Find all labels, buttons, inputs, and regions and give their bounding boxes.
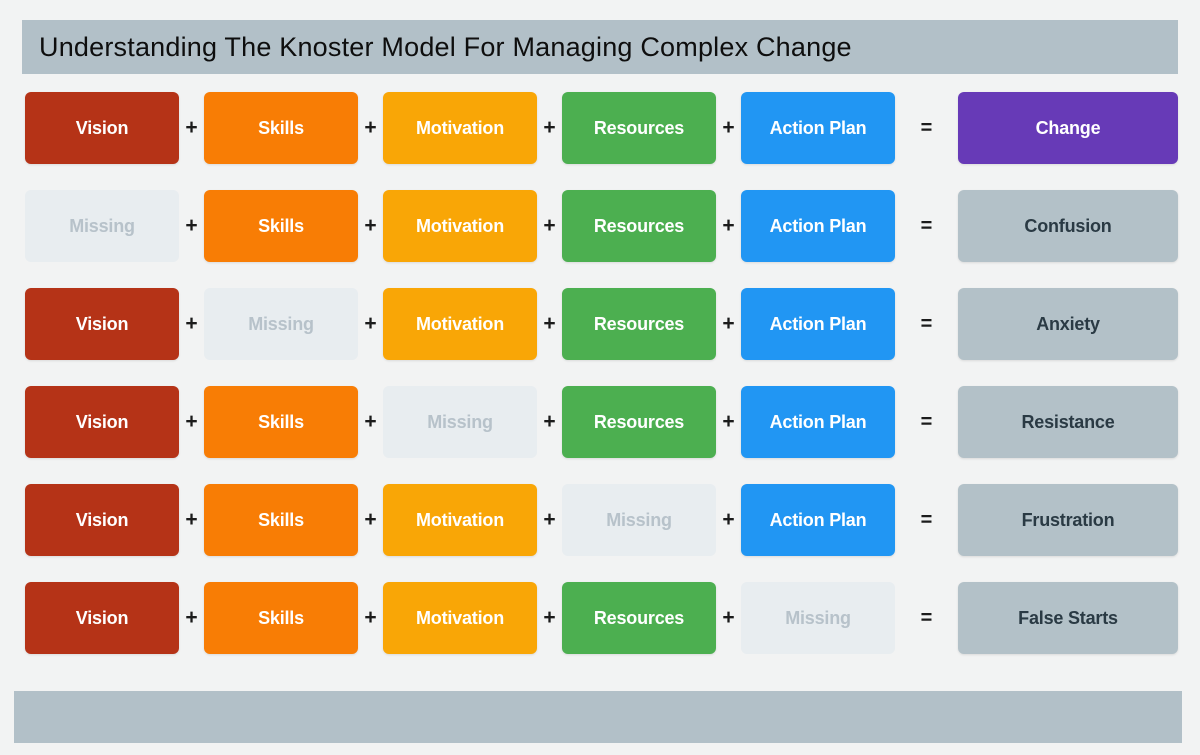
- factor-action-plan: Action Plan: [741, 190, 895, 262]
- factor-motivation: Motivation: [383, 92, 537, 164]
- plus-operator: +: [722, 312, 735, 335]
- plus-operator: +: [543, 214, 556, 237]
- factor-action-plan: Action Plan: [741, 288, 895, 360]
- factor-vision: Vision: [25, 484, 179, 556]
- factor-resources: Resources: [562, 92, 716, 164]
- equation-row: Vision + Skills + Missing + Resources + Action P…: [25, 386, 1178, 458]
- plus-operator: +: [722, 606, 735, 629]
- result-confusion: Confusion: [958, 190, 1178, 262]
- plus-operator: +: [543, 410, 556, 433]
- result-frustration: Frustration: [958, 484, 1178, 556]
- factor-skills: Skills: [204, 484, 358, 556]
- factor-motivation: Motivation: [383, 190, 537, 262]
- equals-operator: =: [920, 116, 933, 139]
- result-anxiety: Anxiety: [958, 288, 1178, 360]
- plus-operator: +: [185, 312, 198, 335]
- factor-missing: Missing: [383, 386, 537, 458]
- factor-vision: Vision: [25, 386, 179, 458]
- equation-row: Vision + Missing + Motivation + Resources + Acti…: [25, 288, 1178, 360]
- factor-action-plan: Action Plan: [741, 92, 895, 164]
- factor-action-plan: Action Plan: [741, 484, 895, 556]
- factor-skills: Skills: [204, 582, 358, 654]
- factor-vision: Vision: [25, 582, 179, 654]
- result-change: Change: [958, 92, 1178, 164]
- plus-operator: +: [364, 508, 377, 531]
- rows-grid: Vision + Skills + Motivation + Resources + Actio…: [25, 92, 1178, 680]
- plus-operator: +: [185, 606, 198, 629]
- result-resistance: Resistance: [958, 386, 1178, 458]
- factor-resources: Resources: [562, 288, 716, 360]
- equation-row: Vision + Skills + Motivation + Missing + Action …: [25, 484, 1178, 556]
- footer-bar: [14, 691, 1182, 743]
- equation-row: Missing + Skills + Motivation + Resources + Acti…: [25, 190, 1178, 262]
- factor-missing: Missing: [562, 484, 716, 556]
- factor-vision: Vision: [25, 92, 179, 164]
- factor-motivation: Motivation: [383, 484, 537, 556]
- plus-operator: +: [722, 410, 735, 433]
- plus-operator: +: [543, 312, 556, 335]
- plus-operator: +: [185, 116, 198, 139]
- factor-skills: Skills: [204, 386, 358, 458]
- factor-vision: Vision: [25, 288, 179, 360]
- factor-missing: Missing: [204, 288, 358, 360]
- plus-operator: +: [185, 410, 198, 433]
- plus-operator: +: [364, 606, 377, 629]
- factor-skills: Skills: [204, 190, 358, 262]
- result-false-starts: False Starts: [958, 582, 1178, 654]
- plus-operator: +: [543, 508, 556, 531]
- plus-operator: +: [364, 410, 377, 433]
- plus-operator: +: [364, 116, 377, 139]
- plus-operator: +: [185, 508, 198, 531]
- equals-operator: =: [920, 312, 933, 335]
- page-title: Understanding The Knoster Model For Mana…: [39, 31, 852, 62]
- plus-operator: +: [722, 116, 735, 139]
- factor-resources: Resources: [562, 386, 716, 458]
- factor-motivation: Motivation: [383, 582, 537, 654]
- factor-missing: Missing: [741, 582, 895, 654]
- equals-operator: =: [920, 214, 933, 237]
- plus-operator: +: [185, 214, 198, 237]
- plus-operator: +: [364, 214, 377, 237]
- plus-operator: +: [722, 214, 735, 237]
- equation-row: Vision + Skills + Motivation + Resources + Actio…: [25, 92, 1178, 164]
- title-bar: Understanding The Knoster Model For Mana…: [22, 20, 1178, 74]
- factor-resources: Resources: [562, 190, 716, 262]
- plus-operator: +: [543, 116, 556, 139]
- factor-motivation: Motivation: [383, 288, 537, 360]
- factor-resources: Resources: [562, 582, 716, 654]
- equation-row: Vision + Skills + Motivation + Resources + Missi…: [25, 582, 1178, 654]
- factor-skills: Skills: [204, 92, 358, 164]
- factor-missing: Missing: [25, 190, 179, 262]
- plus-operator: +: [543, 606, 556, 629]
- equals-operator: =: [920, 410, 933, 433]
- factor-action-plan: Action Plan: [741, 386, 895, 458]
- plus-operator: +: [722, 508, 735, 531]
- plus-operator: +: [364, 312, 377, 335]
- equals-operator: =: [920, 508, 933, 531]
- equals-operator: =: [920, 606, 933, 629]
